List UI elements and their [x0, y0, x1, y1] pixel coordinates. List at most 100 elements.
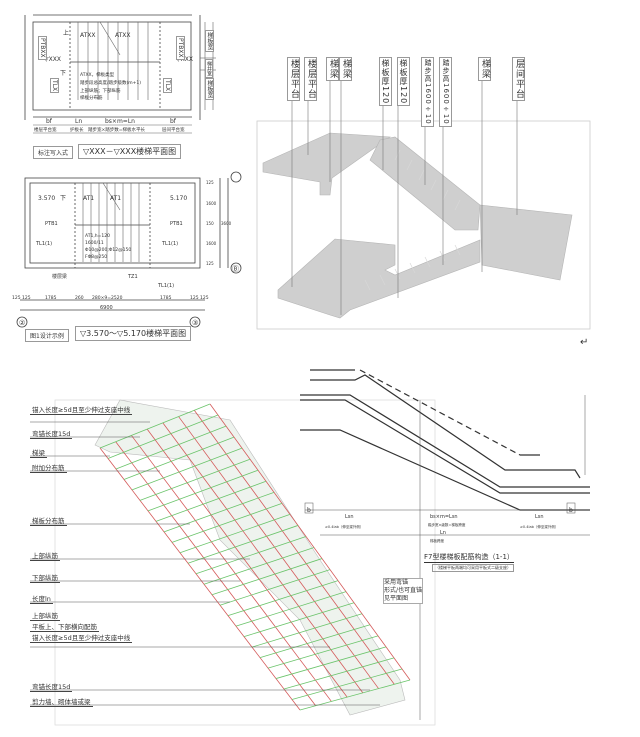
plan-example-dim-5: 280×9=2520 — [92, 295, 123, 301]
label-step-height-1: 踏步高1600÷10 — [421, 57, 434, 127]
plan-example-rdim-5: 125 — [206, 261, 214, 266]
rebar-label-upper-1: 上部纵筋 — [30, 552, 60, 561]
return-mark: ↵ — [580, 337, 588, 348]
distribution-rebar — [155, 480, 267, 522]
plan-template-up: 上 — [63, 29, 69, 37]
plan-example-run-2: AT1 — [110, 195, 121, 202]
section-support-right: b — [569, 507, 573, 514]
plan-example-down: 下 — [60, 195, 66, 202]
distribution-rebar — [99, 403, 211, 449]
label-stair-beam-1: 梯梁 — [326, 57, 339, 81]
longitudinal-rebar — [131, 435, 332, 702]
plan-template-dim-3: bs×m=Ln — [105, 118, 135, 125]
plan-example-dim-4: 260 — [75, 295, 84, 301]
distribution-rebar — [163, 491, 275, 533]
plan-template-down: 下 — [60, 70, 66, 77]
plan-template-right-dim-1: 梯板宽 — [205, 30, 214, 52]
plan-template-caption: ▽XXX－▽XXX楼梯平面图 — [78, 144, 182, 159]
section-title: F7型楼梯板配筋构造（1-1） — [424, 553, 514, 563]
section-dim-2: bs×m=Lsn — [430, 514, 458, 520]
plan-template-note-2: 踏步段总高度/踏步级数(m+1) — [80, 79, 141, 86]
plan-example-note-1: AT1,h=120 — [85, 233, 110, 239]
plan-template-dimtext-3: 踏步宽×踏步数=梯板水平长 — [88, 126, 146, 133]
section-dimtext-2: 踏步宽×级数=梯板跨度 — [428, 522, 466, 527]
plan-template-right-dim-2: 梯井宽 — [205, 59, 213, 78]
plan-template-ptb-right: PTBXX — [176, 36, 185, 60]
plan-template-dimtext-1: 楼层平台宽 — [34, 126, 57, 133]
plan-template-ptb-left: PTBXX — [38, 36, 47, 60]
plan-example-elev-right: 5.170 — [170, 195, 187, 202]
plan-example-note-3: Φ10@200;Φ12@150 — [85, 247, 131, 253]
plan-template-note-1: ATXX，梯板类型 — [80, 71, 115, 78]
distribution-rebar — [115, 425, 227, 470]
plan-template-run: ATXX — [80, 32, 96, 39]
distribution-rebar — [131, 447, 243, 491]
plan-example-dim-6: 1785 — [160, 295, 172, 301]
distribution-rebar — [283, 657, 395, 690]
plan-example-dim-8: 125 — [200, 295, 209, 301]
plan-example-dim-1: 125 — [12, 295, 21, 301]
section-support-left: b — [307, 507, 311, 514]
section-dimtext-4: ≥0.4lab（伸至梁外侧） — [520, 524, 558, 529]
rebar-label-support: 剪力墙、砌体墙或梁 — [30, 698, 93, 707]
distribution-rebar — [107, 414, 219, 459]
rebar-grid — [99, 403, 411, 711]
section-dim-4: Lsn — [535, 514, 544, 520]
rebar-note-line-3: 见平面图 — [384, 595, 409, 602]
plan-template-dim-4: bf — [170, 118, 177, 125]
rebar-label-anchor-top: 锚入长度≥5d且至少伸过支座中线 — [30, 406, 133, 415]
rebar-label-distribution: 梯板分布筋 — [30, 517, 67, 526]
plan-template-dim-2: Ln — [75, 118, 82, 125]
rebar-label-anchor-bottom: 锚入长度≥5d且至少伸过支座中线 — [30, 634, 133, 643]
distribution-rebar — [259, 624, 371, 658]
distribution-rebar — [251, 613, 363, 648]
distribution-rebar — [147, 469, 259, 512]
rebar-label-length: 长度ln — [30, 595, 53, 604]
longitudinal-rebar — [115, 441, 317, 706]
plan-template-right-dim-3: 梯板宽 — [205, 78, 214, 100]
plan-example-tz: TZ1 — [127, 274, 138, 280]
distribution-rebar — [171, 502, 283, 543]
plan-example-wall: 楼层梁 — [52, 273, 67, 280]
longitudinal-rebar — [178, 416, 379, 689]
plan-example-note-2: 1600/11 — [85, 240, 104, 246]
distribution-rebar — [275, 646, 387, 679]
rebar-note: 采用弯锚 形式/也可直锚 见平面图 — [383, 578, 424, 604]
plan-example-beam-bottom: TL1(1) — [157, 283, 174, 289]
label-stair-beam-3: 梯梁 — [478, 57, 491, 81]
distribution-rebar — [243, 602, 355, 638]
section-dimtext-1: ≥0.4lab（伸至梁外侧） — [325, 524, 363, 529]
plan-template-tag: 标注写入式 — [33, 146, 74, 159]
distribution-rebar — [187, 525, 299, 564]
plan-example-ptb-right: PTB1 — [170, 221, 183, 227]
plan-template-dimtext-2: 护板长 — [70, 126, 84, 133]
label-step-height-2: 踏步高1600÷10 — [439, 57, 452, 127]
label-stair-beam-2: 梯梁 — [339, 57, 352, 81]
plan-template-note-4: 梯板分布筋 — [80, 94, 103, 101]
plan-example-run-1: AT1 — [83, 195, 94, 202]
plan-example-axis-b: Ⓑ — [232, 265, 239, 273]
plan-example-dim-2: 125 — [22, 295, 31, 301]
longitudinal-rebar — [193, 410, 395, 685]
plan-example-total: 6900 — [100, 305, 113, 311]
distribution-rebar — [219, 569, 331, 606]
plan-example-elev-left: 3.570 — [38, 195, 55, 202]
plan-example-dim-7: 125 — [190, 295, 199, 301]
plan-example-axis-2: ② — [19, 319, 25, 327]
plan-example-ptb-left: PTB1 — [45, 221, 58, 227]
plan-example-caption: ▽3.570～▽5.170楼梯平面图 — [75, 326, 192, 341]
plan-template-run-2: ATXX — [115, 32, 131, 39]
plan-template-dimtext-4: 层间平台宽 — [162, 126, 185, 133]
rebar-label-upper-2: 上部纵筋 — [30, 612, 60, 621]
plan-example-dim-3: 1785 — [45, 295, 57, 301]
label-mid-platform: 层间平台 — [512, 57, 525, 101]
plan-example-rdim-4: 1600 — [206, 241, 217, 246]
plan-template-elevation-left: ▽XXX — [44, 56, 61, 63]
plan-example-rdim-3: 150 — [206, 221, 214, 226]
distribution-rebar — [235, 591, 347, 627]
distribution-rebar — [291, 668, 403, 700]
rebar-label-transverse: 平板上、下部横向配筋 — [30, 623, 99, 632]
distribution-rebar — [139, 458, 251, 501]
section-dimtext-3: 梯板跨度 — [430, 538, 444, 543]
